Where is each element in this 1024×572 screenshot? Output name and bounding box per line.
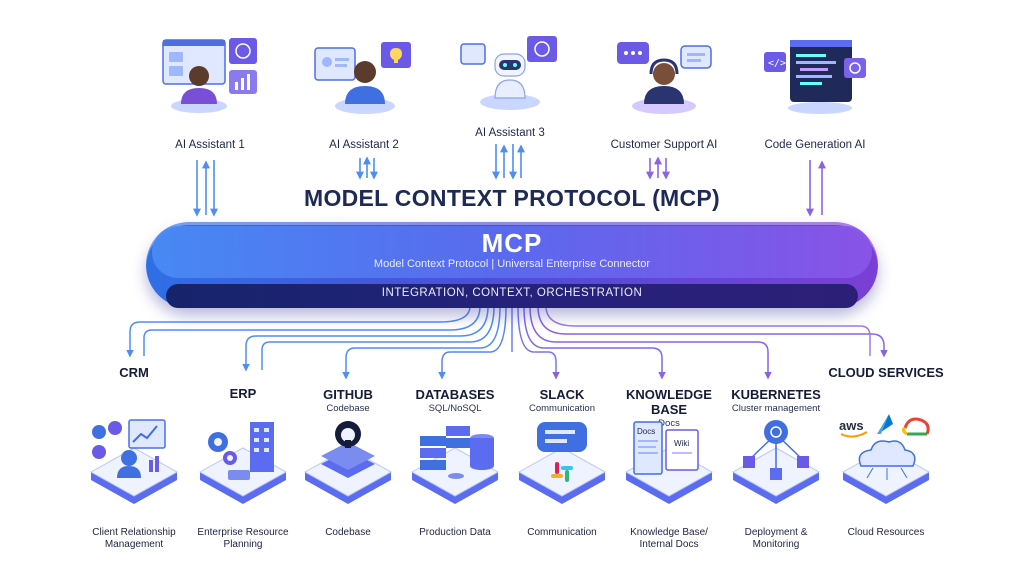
mcp-hub [146,222,878,308]
agent-label: Customer Support AI [610,139,718,151]
hub-top-surface [152,226,872,278]
service-kubernetes-title[interactable]: KUBERNETES Cluster management [711,387,841,415]
service-caption-knowledge-base: Knowledge Base/ Internal Docs [630,527,708,550]
service-title-text: KUBERNETES [731,387,821,402]
databases-tile[interactable] [406,412,504,508]
page-title: MODEL CONTEXT PROTOCOL (MCP) [303,185,721,211]
service-subtitle: Docs [658,418,680,429]
agent-ai-assistant-2[interactable]: AI Assistant 2 [289,34,439,151]
agent-label: AI Assistant 1 [175,139,245,151]
service-subtitle: Codebase [326,403,370,414]
service-caption-databases: Production Data [419,527,491,538]
service-title-text: CLOUD SERVICES [828,365,944,380]
knowledge-base-tile[interactable]: Docs Wiki [620,412,718,508]
service-title-text: CRM [119,365,149,380]
hub-band-label: INTEGRATION, CONTEXT, ORCHESTRATION [381,287,643,299]
service-crm-title[interactable]: CRM [69,365,199,380]
robot-illustration [460,36,557,110]
wiki-label: Wiki [674,439,689,448]
ai-assistant-2-illustration [314,42,411,114]
code-generation-illustration: </> [764,40,866,114]
service-caption-slack: Communication [527,527,597,538]
agent-2-wires [356,156,378,180]
agent-code-generation-ai[interactable]: </> Code Generation AI [740,34,890,151]
service-caption-github: Codebase [325,527,371,538]
hub-band [166,284,858,308]
service-caption-erp: Enterprise Resource Planning [197,527,289,550]
kubernetes-tile[interactable] [727,412,825,508]
service-subtitle: Cluster management [731,403,821,414]
service-wires [126,305,888,380]
aws-logo: aws [839,418,864,433]
agent-customer-support-ai[interactable]: Customer Support AI [589,34,739,151]
agent-label: Code Generation AI [764,139,866,151]
hub-subtitle: Model Context Protocol | Universal Enter… [373,258,651,270]
service-title-text: KNOWLEDGE BASE [626,387,712,417]
agent-3-wires [492,144,525,180]
service-github-title[interactable]: GITHUB Codebase [283,387,413,415]
agent-4-wires [646,156,670,180]
service-subtitle: Communication [529,403,595,414]
service-title-text: SLACK [539,387,585,402]
agent-ai-assistant-3[interactable]: AI Assistant 3 [435,30,585,139]
docs-label: Docs [637,427,655,436]
service-caption-kubernetes: Deployment & Monitoring [744,527,808,550]
service-slack-title[interactable]: SLACK Communication [497,387,627,415]
service-knowledge-base-title[interactable]: KNOWLEDGE BASE Docs [619,387,719,430]
erp-tile[interactable] [194,412,292,508]
service-caption-cloud: Cloud Resources [847,527,925,538]
crm-tile[interactable] [85,412,183,508]
hub-name: MCP [481,228,543,258]
service-cloud-title[interactable]: CLOUD SERVICES [811,365,961,380]
agent-label: AI Assistant 3 [475,127,545,139]
agent-label: AI Assistant 2 [329,139,399,151]
service-caption-crm: Client Relationship Management [92,527,176,550]
cloud-services-tile[interactable]: aws [837,412,935,508]
service-databases-title[interactable]: DATABASES SQL/NoSQL [390,387,520,415]
service-title-text: GITHUB [323,387,373,402]
slack-tile[interactable] [513,412,611,508]
service-erp-title[interactable]: ERP [178,386,308,401]
support-agent-illustration [617,42,712,114]
service-title-text: DATABASES [415,387,495,402]
github-tile[interactable] [299,412,397,508]
svg-text:</>: </> [768,58,786,69]
service-title-text: ERP [229,386,257,401]
ai-assistant-1-illustration [162,38,257,113]
agent-ai-assistant-1[interactable]: AI Assistant 1 [135,34,285,151]
service-subtitle: SQL/NoSQL [428,403,482,414]
